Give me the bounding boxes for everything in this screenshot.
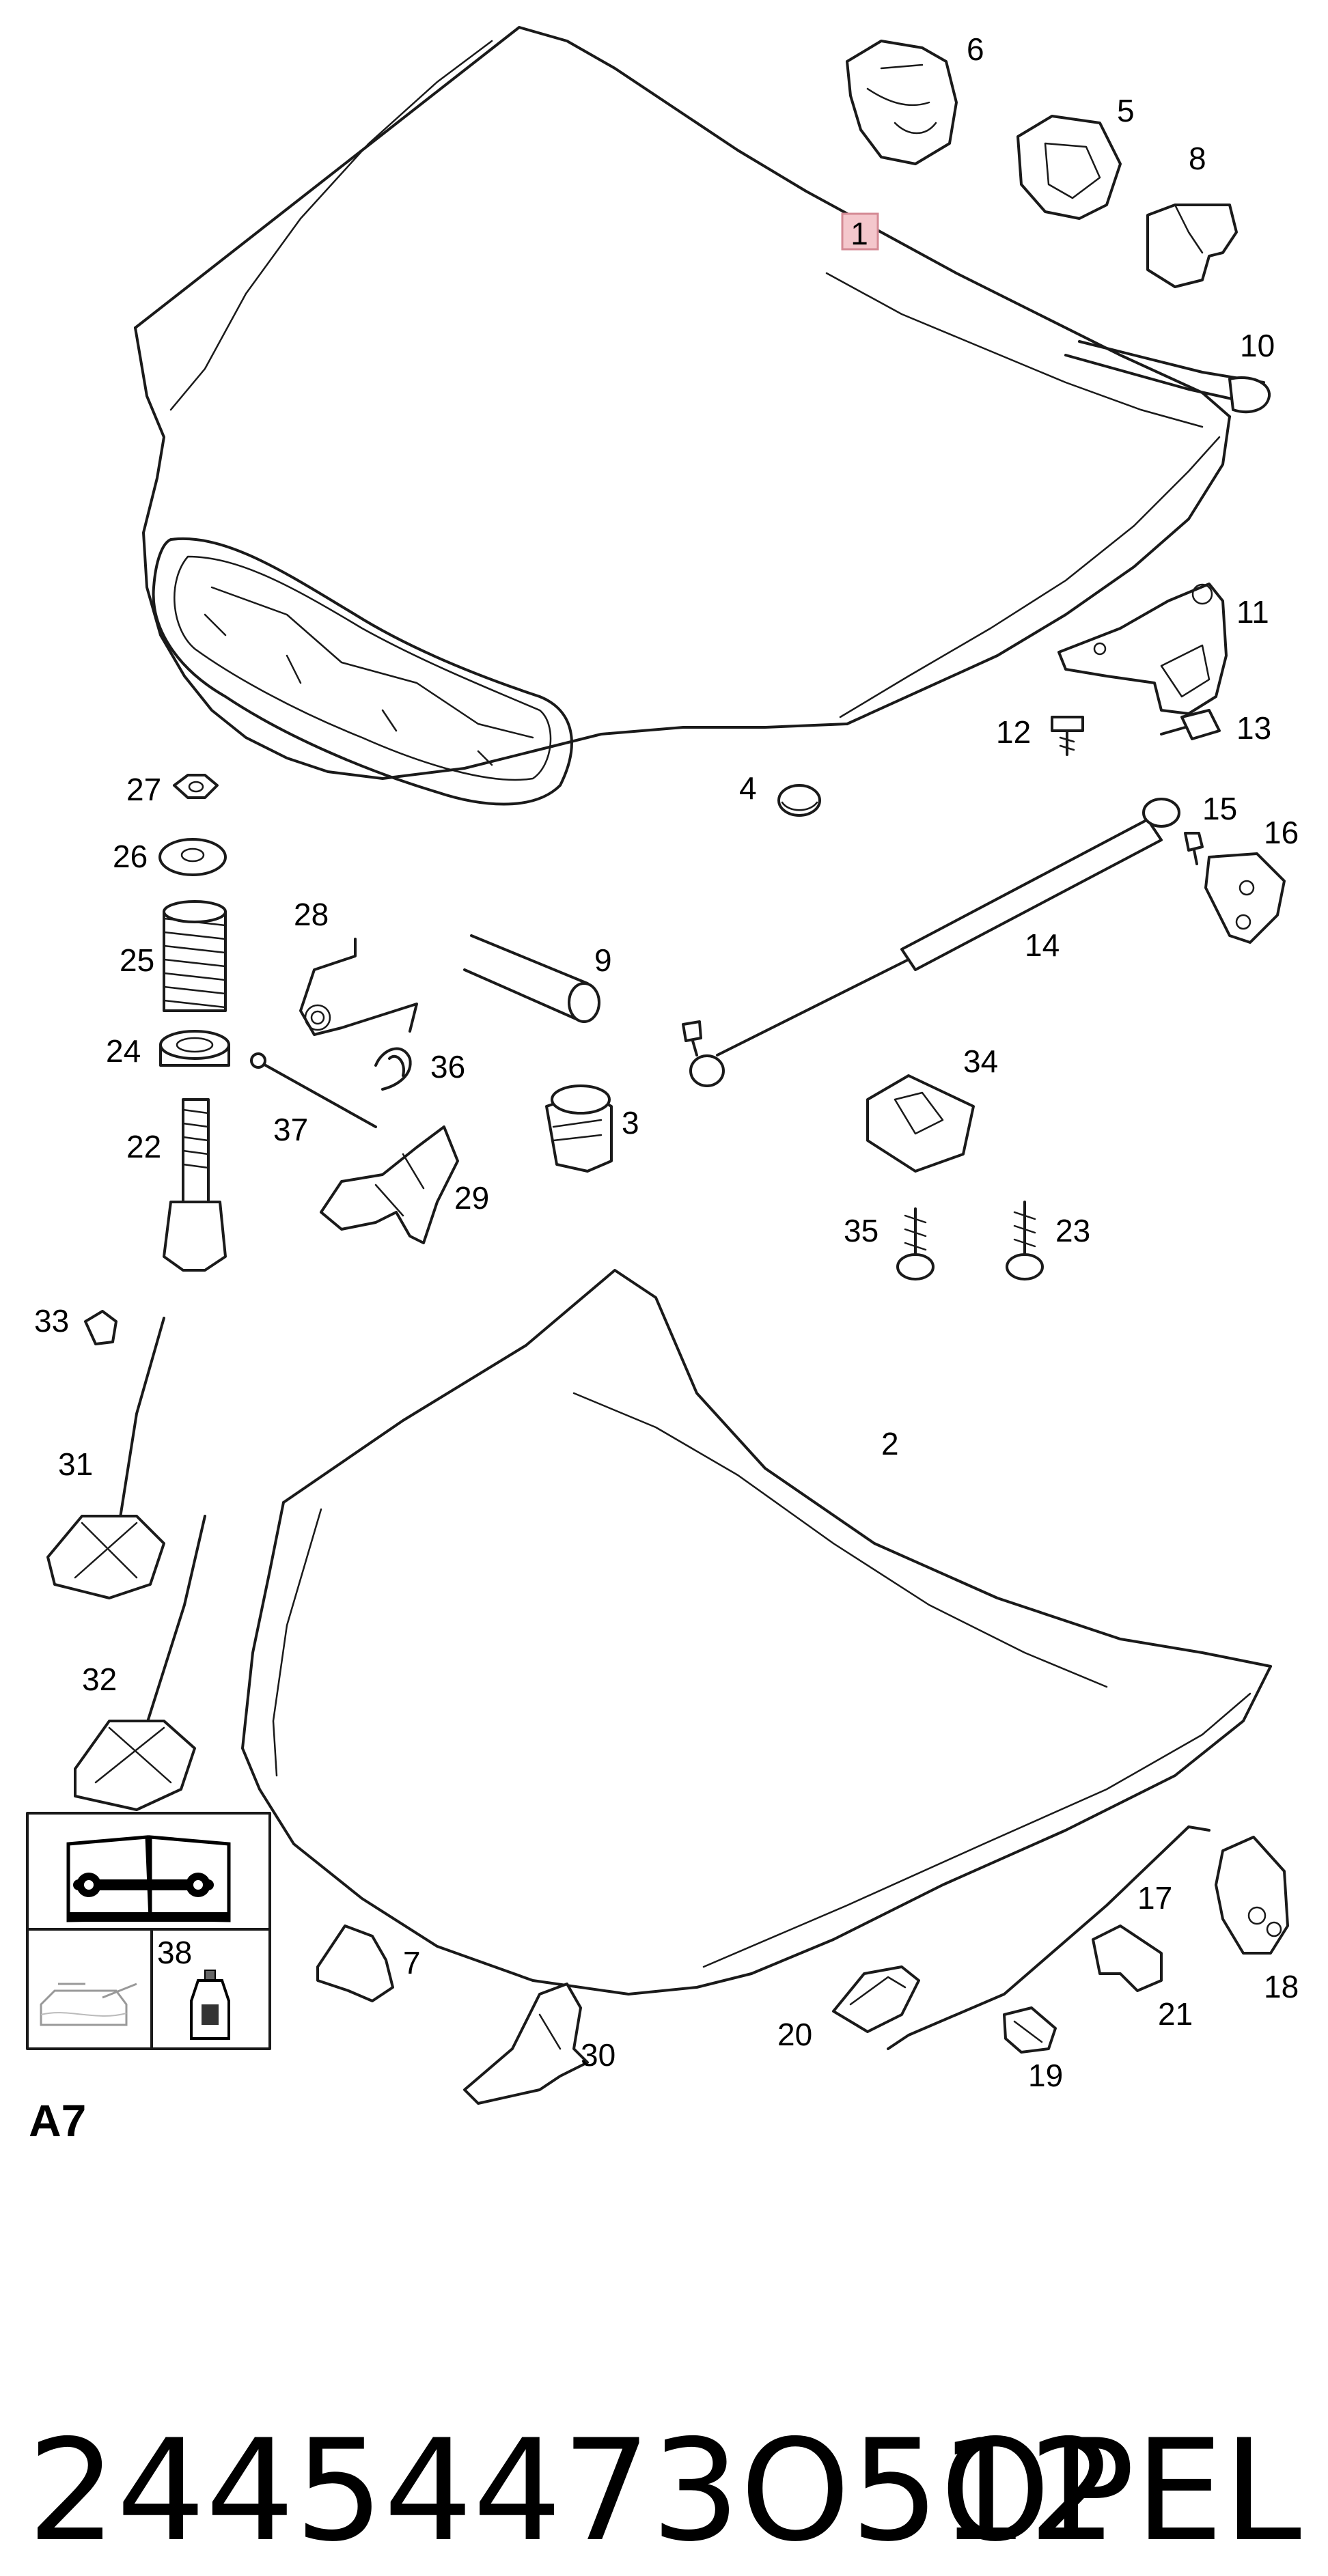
label-part-11: 11	[1236, 594, 1269, 630]
part-28-spring-wire	[299, 938, 418, 1036]
part-9-tube	[463, 934, 600, 1023]
label-part-37: 37	[273, 1112, 308, 1147]
label-part-36: 36	[430, 1049, 465, 1084]
label-part-12: 12	[996, 714, 1031, 750]
section-code: A7	[29, 2095, 86, 2146]
label-part-20: 20	[777, 2017, 812, 2052]
part-19-clip	[1003, 2006, 1057, 2054]
label-part-21: 21	[1158, 1996, 1193, 2032]
label-part-24: 24	[106, 1033, 141, 1069]
part-24-bush	[159, 1030, 230, 1067]
part-25-spring	[163, 900, 227, 1012]
lubricant-icon	[40, 1983, 137, 2026]
label-part-30: 30	[581, 2037, 615, 2073]
part-1-highlight	[841, 212, 879, 251]
label-part-32: 32	[82, 1662, 117, 1697]
part-34-pad	[866, 1074, 975, 1173]
label-part-1: 1	[850, 216, 868, 251]
label-part-19: 19	[1028, 2058, 1063, 2093]
part-14-gas-strut	[682, 798, 1180, 1087]
label-part-8: 8	[1189, 141, 1206, 176]
label-part-38: 38	[157, 1935, 192, 1970]
label-part-23: 23	[1055, 1213, 1090, 1248]
label-part-27: 27	[126, 772, 161, 807]
part-23-screw	[1006, 1201, 1044, 1280]
label-part-18: 18	[1264, 1969, 1299, 2004]
label-part-7: 7	[403, 1945, 421, 1980]
part-5-bracket	[1016, 115, 1122, 220]
part-17-cable	[887, 1825, 1211, 2050]
label-part-16: 16	[1264, 815, 1299, 850]
label-part-9: 9	[594, 942, 612, 978]
label-part-25: 25	[120, 942, 154, 978]
label-part-10: 10	[1240, 328, 1275, 363]
part-8-stopper	[1146, 204, 1238, 288]
part-30-latch	[463, 1983, 589, 2105]
part-22-stud	[163, 1098, 227, 1272]
label-part-2: 2	[881, 1426, 899, 1461]
part-3-bump-stop	[545, 1084, 613, 1173]
label-part-15: 15	[1202, 791, 1237, 826]
part-11-hinge	[1057, 583, 1228, 715]
brand-name: OPEL	[940, 2410, 1301, 2573]
part-37-pin-rod	[250, 1052, 377, 1128]
label-part-5: 5	[1117, 93, 1135, 128]
label-part-4: 4	[739, 770, 757, 806]
part-35-screw	[896, 1207, 935, 1280]
part-29-latch-bracket	[320, 1125, 459, 1244]
label-part-28: 28	[294, 897, 329, 932]
part-12-bolt	[1051, 716, 1084, 756]
workshop-manual-icon	[66, 1835, 231, 1922]
part-18-bracket	[1215, 1836, 1289, 1955]
part-32-latch-cable	[74, 1515, 206, 1811]
part-16-bracket	[1204, 852, 1286, 944]
part-13-screw	[1160, 709, 1221, 740]
label-part-13: 13	[1236, 710, 1271, 746]
label-part-3: 3	[622, 1105, 639, 1140]
label-part-17: 17	[1137, 1880, 1172, 1916]
part-20-handle	[832, 1965, 920, 2033]
label-part-33: 33	[34, 1303, 69, 1339]
part-36-clip-spring	[374, 1047, 412, 1091]
label-part-22: 22	[126, 1129, 161, 1164]
part-4-grommet	[777, 784, 821, 817]
label-part-14: 14	[1025, 927, 1060, 963]
part-number: 24454473O512	[27, 2410, 1118, 2573]
bonnet-lower	[241, 1269, 1272, 1996]
label-part-29: 29	[454, 1180, 489, 1216]
part-26-washer	[158, 838, 227, 876]
label-part-34: 34	[963, 1044, 998, 1079]
part-6-clip	[846, 40, 958, 165]
part-33-small-clip	[84, 1310, 117, 1345]
legend-box	[26, 1812, 271, 2050]
label-part-31: 31	[58, 1446, 93, 1482]
part-10-seal	[1064, 340, 1271, 414]
part-labels: 1 2 3 4 5 6 7 8 9 10 11 12 13 14 15 16 1…	[34, 31, 1299, 2093]
part-15-pin	[1184, 832, 1204, 865]
label-part-26: 26	[113, 839, 148, 874]
part-27-nut	[173, 774, 219, 799]
label-part-6: 6	[967, 31, 984, 67]
adhesive-bottle-icon	[190, 1970, 230, 2040]
part-7-buffer	[316, 1924, 394, 2002]
bonnet-upper	[134, 26, 1231, 806]
part-21-clip	[1092, 1924, 1163, 1992]
part-31-latch-cable	[46, 1317, 165, 1599]
label-part-35: 35	[844, 1213, 879, 1248]
